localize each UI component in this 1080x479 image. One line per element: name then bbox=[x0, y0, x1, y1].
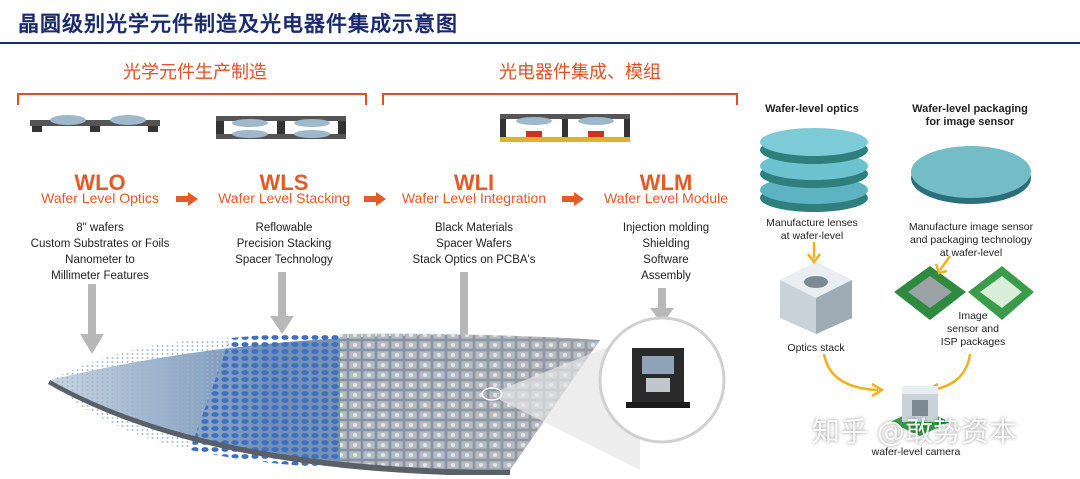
group-label-integration: 光电器件集成、模组 bbox=[499, 62, 661, 83]
stage-abbr-wlm: WLM bbox=[639, 170, 693, 195]
arrow-right-icon bbox=[562, 192, 584, 206]
wlo-cross-section-icon bbox=[30, 115, 160, 132]
arrow-down-icon bbox=[934, 256, 952, 275]
wls-cross-section-icon bbox=[216, 116, 346, 139]
arrow-down-icon bbox=[650, 288, 674, 324]
arrow-down-icon bbox=[807, 242, 821, 264]
stage-name-wlo: Wafer Level Optics bbox=[41, 190, 159, 206]
page-title: 晶圆级别光学元件制造及光电器件集成示意图 bbox=[18, 12, 458, 36]
arrow-right-icon bbox=[364, 192, 386, 206]
col2-title-line2: for image sensor bbox=[925, 116, 1015, 128]
bracket-optics bbox=[17, 93, 367, 105]
sensor-wafer bbox=[911, 146, 1031, 204]
arrow-down-icon bbox=[270, 272, 294, 334]
watermark: 知乎 @敢势资本 bbox=[812, 415, 1017, 448]
wafer-level-camera bbox=[890, 386, 950, 436]
stage-name-wls: Wafer Level Stacking bbox=[218, 190, 350, 206]
bracket-integration bbox=[382, 93, 738, 105]
camera-label: wafer-level camera bbox=[871, 446, 961, 458]
stage-abbr-wli: WLI bbox=[453, 170, 495, 195]
module-magnifier bbox=[598, 316, 726, 444]
stage-abbr-wls: WLS bbox=[259, 170, 309, 195]
stage-name-wli: Wafer Level Integration bbox=[401, 190, 547, 206]
optics-stack-label: Optics stack bbox=[787, 342, 845, 354]
wli-cross-section-icon bbox=[500, 114, 630, 142]
sensor-packages bbox=[894, 266, 1034, 320]
group-label-optics: 光学元件生产制造 bbox=[123, 62, 267, 83]
optics-stack-cube bbox=[780, 262, 852, 334]
arrow-down-icon bbox=[452, 272, 476, 354]
wafer-illustration bbox=[48, 333, 640, 475]
col2-title-line1: Wafer-level packaging bbox=[912, 103, 1028, 115]
title-divider bbox=[0, 42, 1080, 44]
arrow-right-icon bbox=[176, 192, 198, 206]
stage-abbr-wlo: WLO bbox=[74, 170, 126, 195]
stage-name-wlm: Wafer Level Module bbox=[604, 190, 728, 206]
col1-title: Wafer-level optics bbox=[765, 103, 859, 115]
arrow-down-icon bbox=[80, 284, 104, 354]
lens-wafer-stack bbox=[760, 128, 868, 212]
